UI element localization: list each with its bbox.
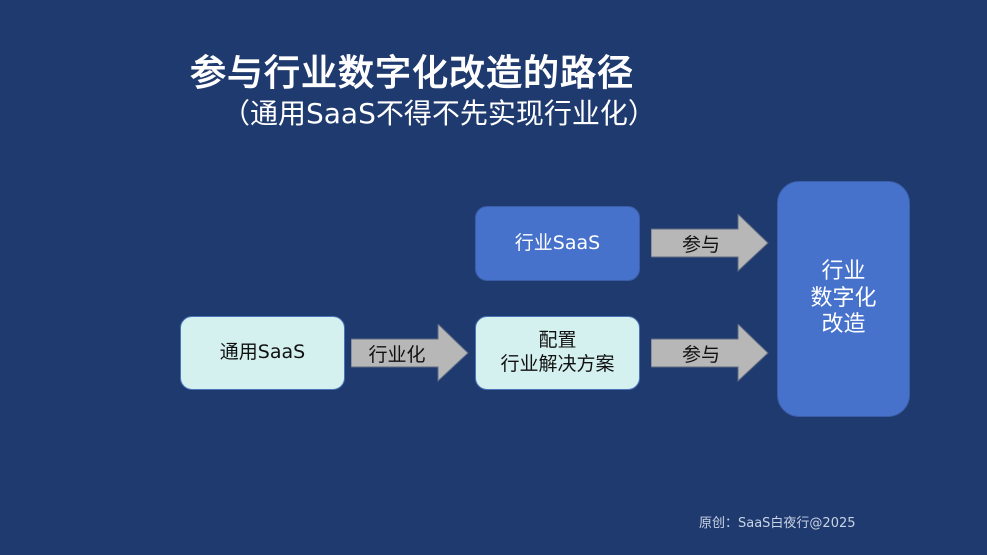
generic-saas-label: 通用SaaS bbox=[219, 341, 306, 364]
industrialize-arrow: 行业化 bbox=[351, 324, 469, 382]
industrialize-label: 行业化 bbox=[368, 343, 426, 366]
page-subtitle: （通用SaaS不得不先实现行业化） bbox=[222, 97, 656, 130]
digital-line3: 改造 bbox=[821, 312, 866, 338]
config-solution-line1: 配置 bbox=[538, 329, 577, 352]
digital-line2: 数字化 bbox=[810, 285, 877, 311]
digital-line1: 行业 bbox=[821, 259, 866, 285]
arrow-right-icon bbox=[351, 324, 469, 382]
participate-label-bottom: 参与 bbox=[681, 343, 720, 366]
generic-saas-node: 通用SaaS bbox=[180, 316, 345, 390]
page-title: 参与行业数字化改造的路径 bbox=[190, 53, 635, 94]
arrow-right-icon bbox=[651, 214, 769, 272]
footer-credit: 原创：SaaS白夜行@2025 bbox=[699, 516, 856, 531]
industry-saas-label: 行业SaaS bbox=[514, 231, 601, 254]
config-solution-node: 配置 行业解决方案 bbox=[475, 316, 640, 390]
participate-arrow-top: 参与 bbox=[651, 214, 769, 272]
industry-saas-node: 行业SaaS bbox=[475, 206, 640, 281]
industry-digitalization-node: 行业 数字化 改造 bbox=[777, 181, 910, 417]
config-solution-line2: 行业解决方案 bbox=[500, 353, 615, 375]
participate-label-top: 参与 bbox=[681, 233, 720, 256]
participate-arrow-bottom: 参与 bbox=[651, 324, 769, 382]
arrow-right-icon bbox=[651, 324, 769, 382]
